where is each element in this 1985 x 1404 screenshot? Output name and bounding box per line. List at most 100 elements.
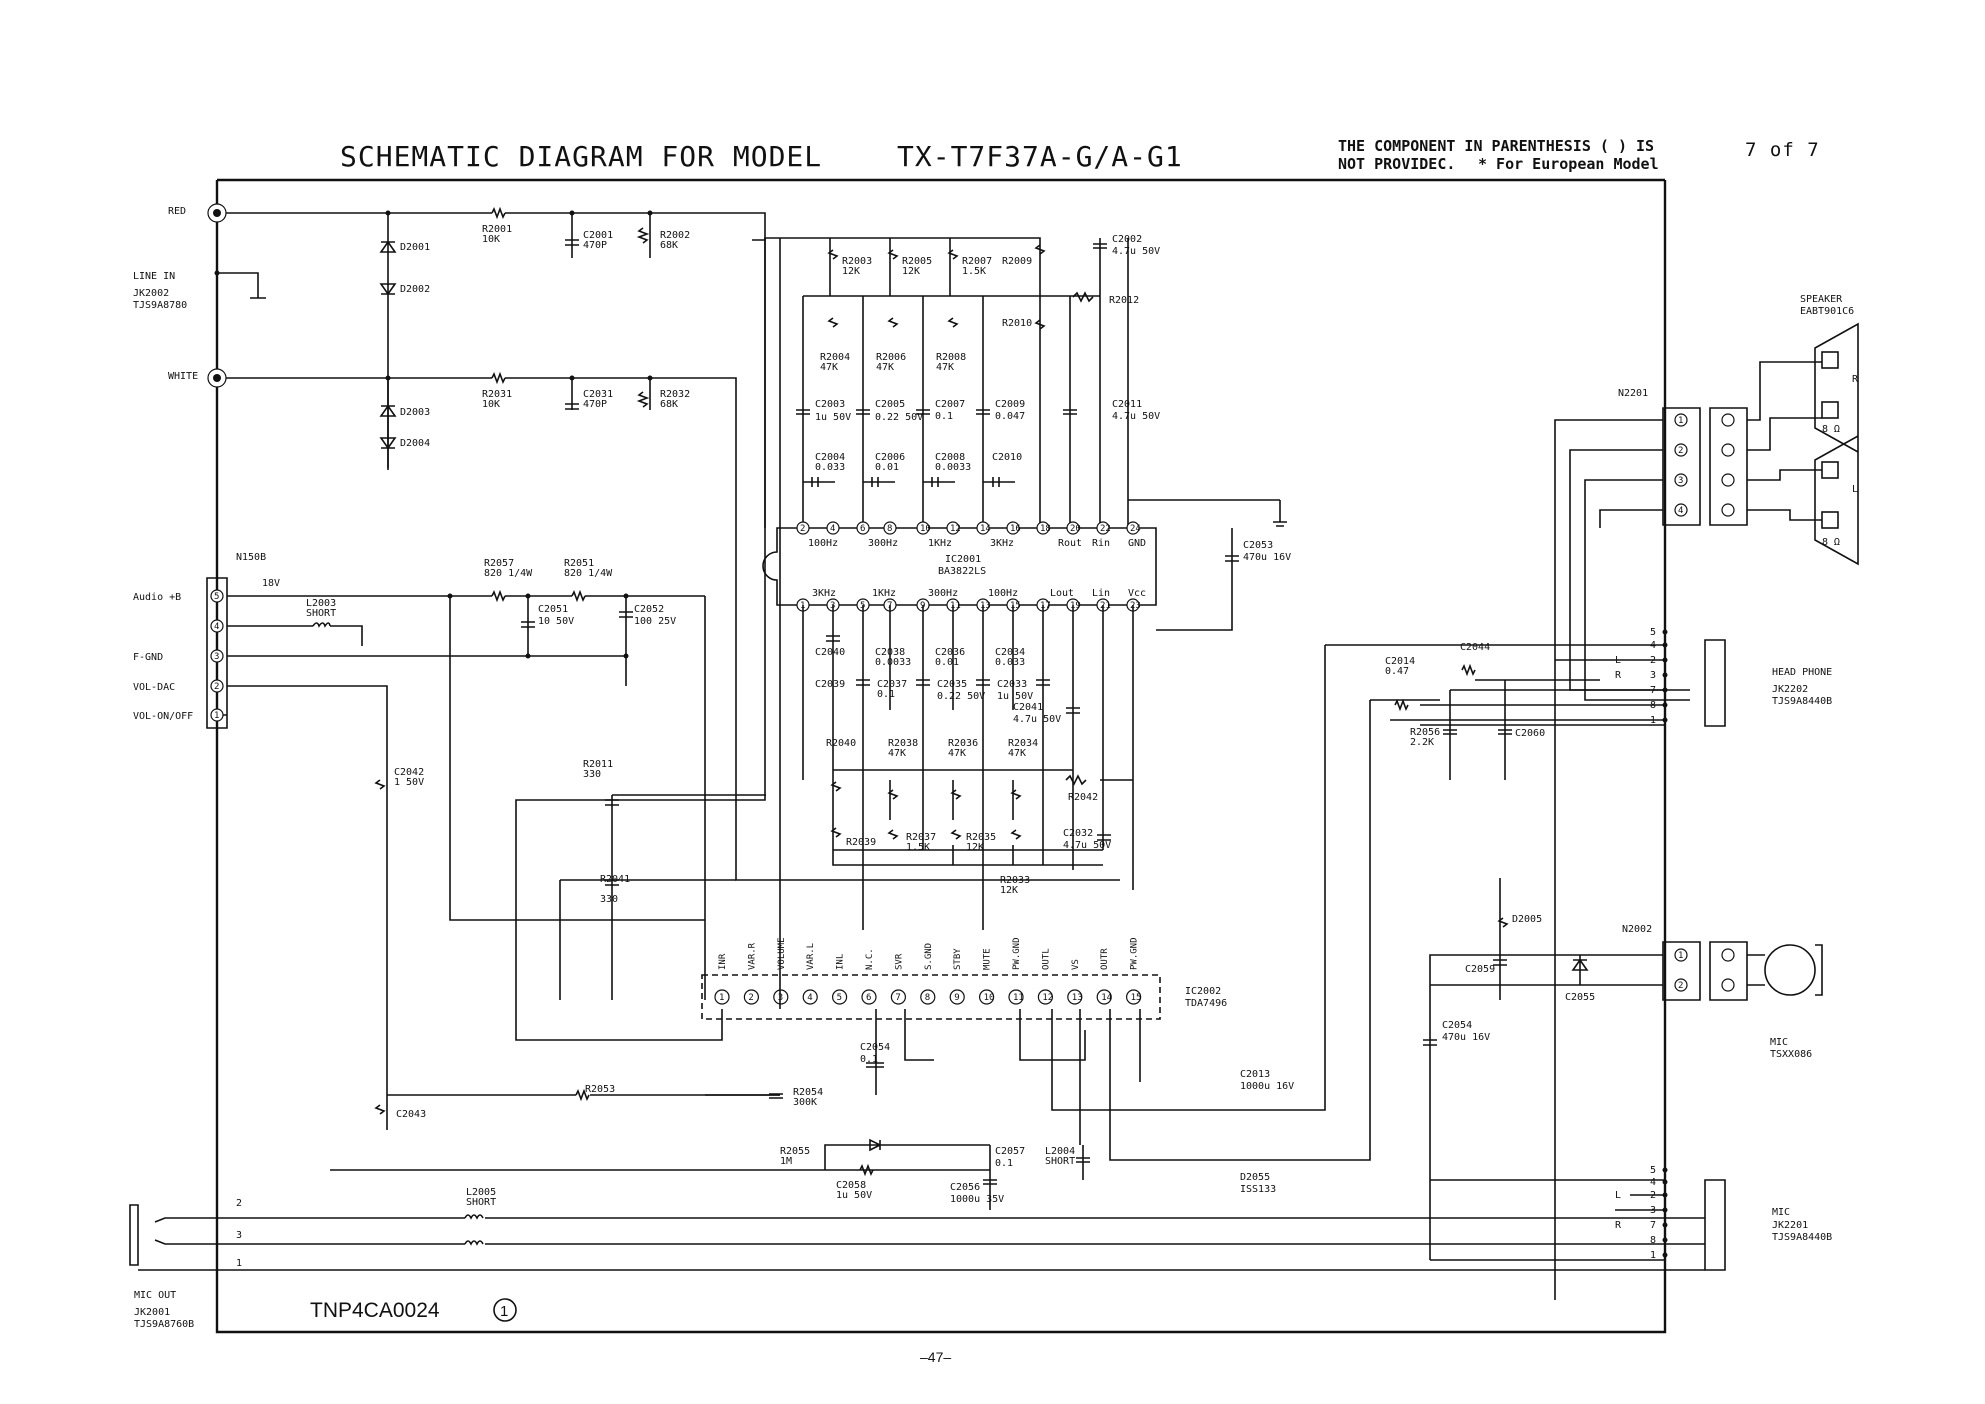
r2002-label: R2002 bbox=[660, 230, 690, 241]
c2032-label: C2032 bbox=[1063, 828, 1093, 839]
ic2002-pin-number: 4 bbox=[807, 993, 812, 1003]
c2052-label: C2052 bbox=[634, 604, 664, 615]
ic2002-pin-circle bbox=[920, 989, 936, 1005]
r2051-value: 820 1/4W bbox=[564, 568, 613, 579]
line-in-section: RED WHITE LINE IN JK2002 TJS9A8780 R2001… bbox=[133, 203, 1120, 881]
c2038-value: 0.0033 bbox=[875, 657, 911, 668]
speaker-r-label: R bbox=[1852, 374, 1859, 385]
c2007-value: 0.1 bbox=[935, 411, 953, 422]
ic2002-pin-name: N.C. bbox=[865, 948, 875, 970]
v18-label: 18V bbox=[262, 578, 280, 589]
ic2001-top-pin-circle bbox=[796, 521, 810, 535]
r2038-value: 47K bbox=[888, 748, 906, 759]
ic2002-pin-number: 7 bbox=[895, 993, 900, 1003]
f-gnd-label: F-GND bbox=[133, 652, 163, 663]
ic2002-pin-circle bbox=[1125, 989, 1142, 1005]
jk2001-label: JK2001 bbox=[134, 1307, 170, 1318]
ic2001-top-pin-circle bbox=[916, 521, 930, 535]
n2201-pin-number: 3 bbox=[1678, 476, 1683, 486]
r2011-label: C2014 bbox=[1385, 656, 1415, 667]
c2034-label: C2034 bbox=[995, 647, 1025, 658]
r2031-label: R2031 bbox=[482, 389, 512, 400]
jk2202-label: JK2202 bbox=[1772, 684, 1808, 695]
ohm-r-label: 8 Ω bbox=[1822, 424, 1840, 435]
ic2001-bottom-pin-number: 11 bbox=[950, 601, 961, 611]
mic-label: MIC bbox=[1770, 1037, 1788, 1048]
ic2001-top-pin-number: 12 bbox=[950, 524, 961, 534]
speaker-part-label: EABT901C6 bbox=[1800, 306, 1854, 317]
c2051-label: C2051 bbox=[538, 604, 568, 615]
ic2002-pin-number: 9 bbox=[954, 993, 959, 1003]
ic2002-pin-circle bbox=[714, 989, 730, 1005]
c2014-value: 2.2K bbox=[1410, 737, 1434, 748]
c2036-label: C2036 bbox=[935, 647, 965, 658]
c2001-label: C2001 bbox=[583, 230, 613, 241]
c2032-value: 4.7u 50V bbox=[1063, 840, 1111, 851]
c2053-label: C2053 bbox=[1243, 540, 1273, 551]
ic2002-pin-name: MUTE bbox=[983, 948, 993, 970]
c2009-label: C2009 bbox=[995, 399, 1025, 410]
c2056-label: C2057 bbox=[995, 1146, 1025, 1157]
n150b-pin-circle bbox=[210, 679, 224, 693]
ic2001-body bbox=[762, 527, 1157, 606]
mic-jack-pin-number: 7 bbox=[1650, 1220, 1656, 1231]
ic2001-top-pin-circle bbox=[826, 521, 840, 535]
headphone-pin-dot bbox=[1662, 672, 1668, 678]
n2201-label: N2201 bbox=[1618, 388, 1648, 399]
r2007-label: R2007 bbox=[962, 256, 992, 267]
n2002-pin-number: 2 bbox=[1678, 981, 1683, 991]
c2041-value: 4.7u 50V bbox=[1013, 714, 1061, 725]
n2002-mate-pin-circle bbox=[1721, 948, 1735, 962]
d2003-label: D2003 bbox=[400, 407, 430, 418]
c2034-value: 0.033 bbox=[995, 657, 1025, 668]
ic2002-pin-circle bbox=[949, 989, 965, 1005]
mic-jack-pin-number: 4 bbox=[1650, 1177, 1656, 1188]
n150b-pin-number: 2 bbox=[214, 682, 219, 692]
headphone-pin-number: 3 bbox=[1650, 670, 1656, 681]
board-number: TNP4CA0024 bbox=[310, 1299, 440, 1322]
r2005-value: 12K bbox=[902, 266, 920, 277]
r2002-value: 68K bbox=[660, 240, 678, 251]
jk2202-part-label: TJS9A8440B bbox=[1772, 696, 1832, 707]
n2201-pin-circle bbox=[1674, 503, 1688, 517]
r2052-value: 1 50V bbox=[394, 777, 424, 788]
ic2001-top-pin-circle bbox=[946, 521, 960, 535]
ic2002-pin-number: 10 bbox=[984, 993, 995, 1003]
mic-jack-channel-label: R bbox=[1615, 1220, 1622, 1231]
ic2002-pin-name: STBY bbox=[953, 948, 963, 970]
headphone-pin-dot bbox=[1662, 629, 1668, 635]
ic2002-pin-name: VS bbox=[1071, 959, 1081, 970]
jk2001-part-label: TJS9A8760B bbox=[134, 1319, 194, 1330]
ic2002-pin-name: PW.GND bbox=[1130, 937, 1140, 970]
r2003-label: R2003 bbox=[842, 256, 872, 267]
mic-out-jack bbox=[129, 1204, 139, 1266]
r2003-value: 12K bbox=[842, 266, 860, 277]
ic2002-pin-number: 5 bbox=[837, 993, 842, 1003]
c2013-label: D2055 bbox=[1240, 1172, 1270, 1183]
r2037-label: R2037 bbox=[906, 832, 936, 843]
n150b-pin-circle bbox=[210, 708, 224, 722]
n2201-mate-pin-circle bbox=[1721, 503, 1735, 517]
board-mark-circle bbox=[493, 1298, 517, 1322]
board-mark: 1 bbox=[500, 1303, 508, 1320]
r2005-label: R2005 bbox=[902, 256, 932, 267]
ic2001-top-pin-circle bbox=[856, 521, 870, 535]
output-section: SPEAKER EABT901C6 N2201 R L 8 Ω 8 Ω 1234… bbox=[1325, 294, 1859, 1300]
ic2002-pin-circle bbox=[831, 989, 848, 1005]
r2033-label: R2033 bbox=[1000, 875, 1030, 886]
ic2002-pin-number: 14 bbox=[1101, 993, 1112, 1003]
ic2002-pin-number: 2 bbox=[748, 993, 753, 1003]
c2031-label: C2031 bbox=[583, 389, 613, 400]
ic2001-lower-network: C2040 C2039 C2038 0.0033 C2036 0.01 C203… bbox=[802, 605, 1134, 930]
ic2001-bottom-pin-number: 17 bbox=[1040, 601, 1051, 611]
c2012-label: R2011 bbox=[583, 759, 613, 770]
n2002-pin-number: 1 bbox=[1678, 951, 1683, 961]
ic2001-top-label: 100Hz bbox=[808, 538, 838, 549]
ic2001-bottom-label: Vcc bbox=[1128, 588, 1146, 599]
mic-part-label: TSXX086 bbox=[1770, 1049, 1812, 1060]
c2053-value: 470u 16V bbox=[1243, 552, 1291, 563]
n2201-pin-circle bbox=[1674, 443, 1688, 457]
n2201-mate-pin-circle bbox=[1721, 413, 1735, 427]
r2041-label: C2044 bbox=[1460, 642, 1490, 653]
ic2002-pin-name: OUTL bbox=[1041, 948, 1051, 970]
